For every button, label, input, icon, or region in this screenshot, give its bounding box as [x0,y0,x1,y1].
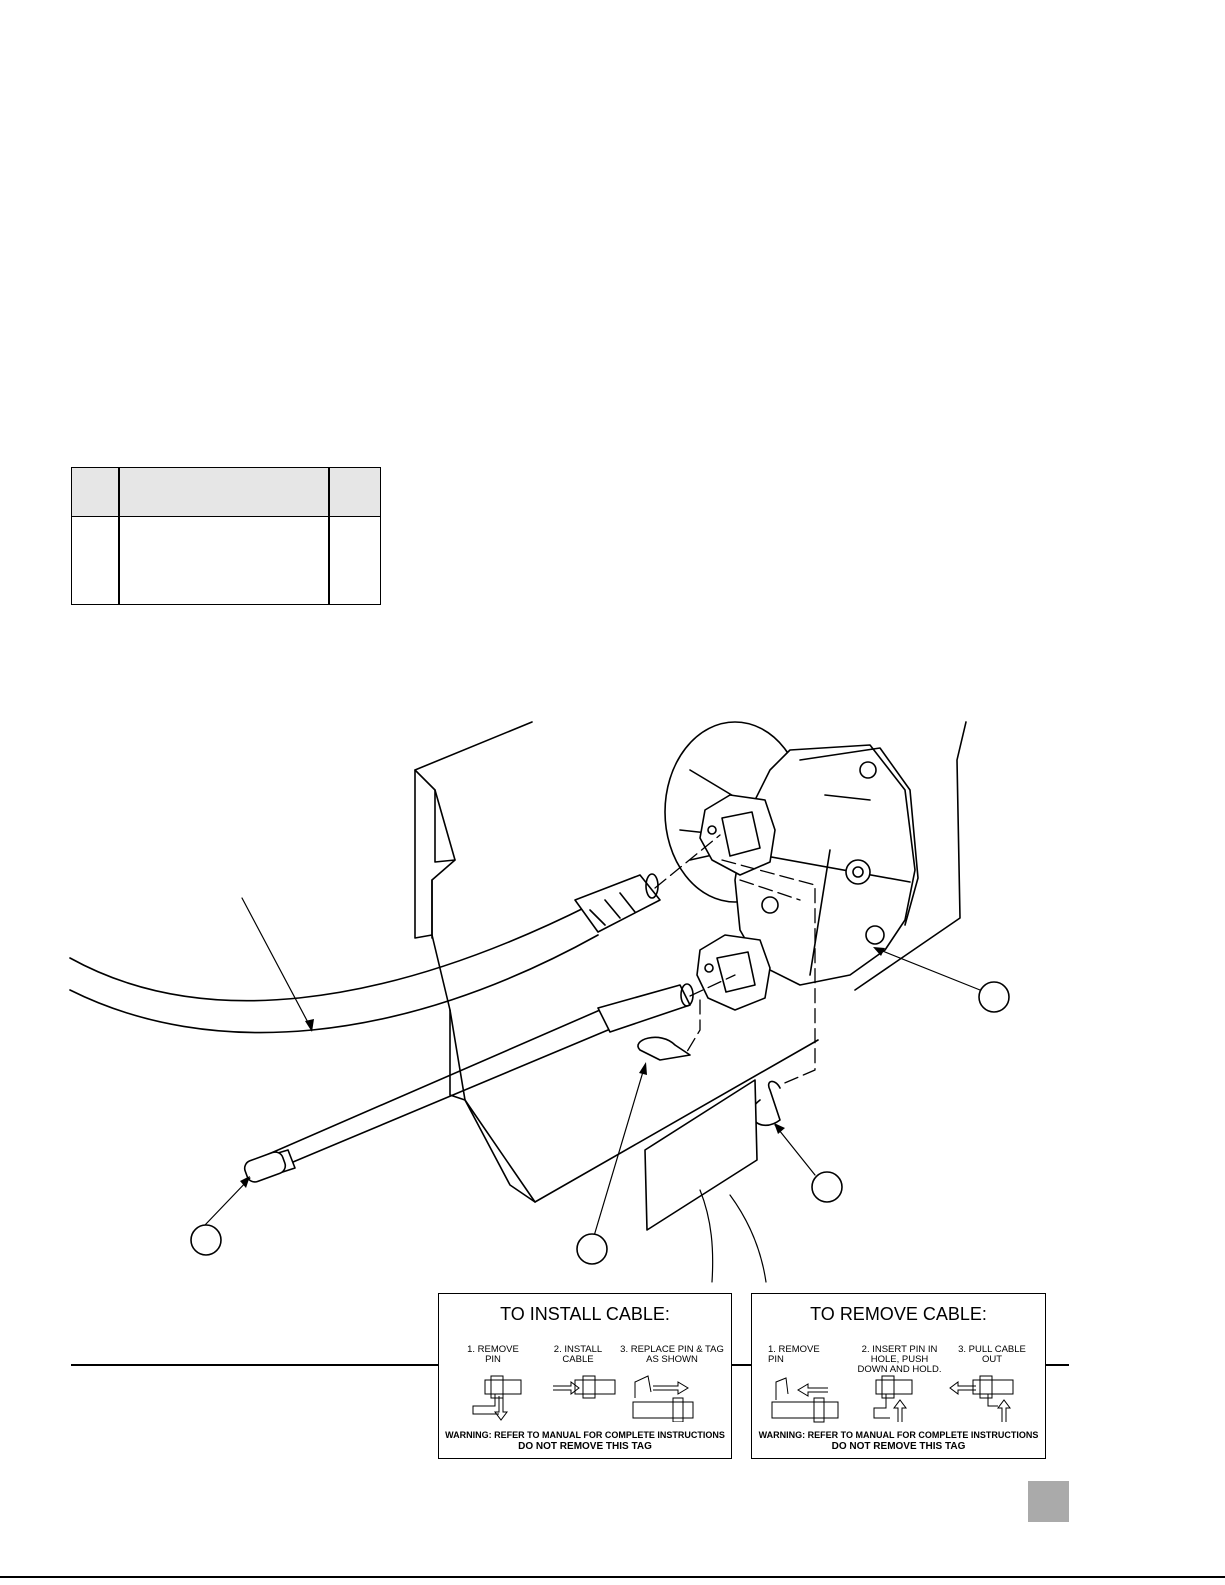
replace-pin-illustration [632,1375,694,1422]
remove-tag-warning: WARNING: REFER TO MANUAL FOR COMPLETE IN… [758,1430,1039,1440]
install-step-illustrations [472,1375,694,1422]
page-number-tab [1028,1481,1069,1522]
lower-socket [696,934,771,1011]
reel-front-plate [734,744,919,986]
retaining-pin-left [637,1036,691,1061]
install-step-3: 3. REPLACE PIN & TAG AS SHOWN [620,1344,724,1365]
page-rule-mid [732,1364,752,1366]
upper-cable [69,873,661,1034]
upper-socket [699,794,776,876]
install-tag-warning: WARNING: REFER TO MANUAL FOR COMPLETE IN… [445,1430,725,1440]
install-tag-notice: DO NOT REMOVE THIS TAG [518,1441,652,1452]
remove-step-1: 1. REMOVE PIN [768,1344,820,1365]
page-rule-left [71,1364,439,1366]
install-step-1: 1. REMOVE PIN [467,1344,519,1365]
leader-lines [204,897,981,1283]
remove-step-2: 2. INSERT PIN IN HOLE, PUSH DOWN AND HOL… [857,1344,942,1375]
install-tag-title: TO INSTALL CABLE: [500,1304,670,1324]
callout-circle-pin-left [576,1233,608,1265]
assembly-lines [654,834,816,1086]
callout-circle-pin-right [811,1171,843,1203]
table-divider [118,468,120,604]
insert-pin-illustration [873,1375,913,1422]
install-cable-illustration [553,1375,616,1399]
page-rule-right [1046,1364,1069,1366]
hang-tag [644,1079,758,1231]
callout-circle-reel [978,981,1010,1013]
arrowheads [240,947,885,1188]
remove-tag-notice: DO NOT REMOVE THIS TAG [831,1441,966,1452]
remove-cable-tag: TO REMOVE CABLE: 1. REMOVE PIN 2. INSERT… [751,1293,1046,1459]
table-divider [328,468,330,604]
remove-tag-title: TO REMOVE CABLE: [810,1304,987,1324]
mounting-panel [414,721,967,1203]
cable-end-cap [243,1151,287,1183]
parts-table [71,467,381,605]
remove-step-3: 3. PULL CABLE OUT [958,1344,1026,1365]
page-bottom-rule [0,1576,1225,1578]
remove-step-illustrations [771,1375,1014,1423]
remove-pin-illustration [472,1375,522,1421]
install-cable-tag: TO INSTALL CABLE: 1. REMOVE PIN 2. INSTA… [438,1293,732,1459]
remove-pin-illustration [771,1377,839,1423]
install-step-2: 2. INSTALL CABLE [553,1344,603,1365]
callout-circle-cap [190,1224,222,1256]
pull-cable-illustration [949,1375,1014,1422]
